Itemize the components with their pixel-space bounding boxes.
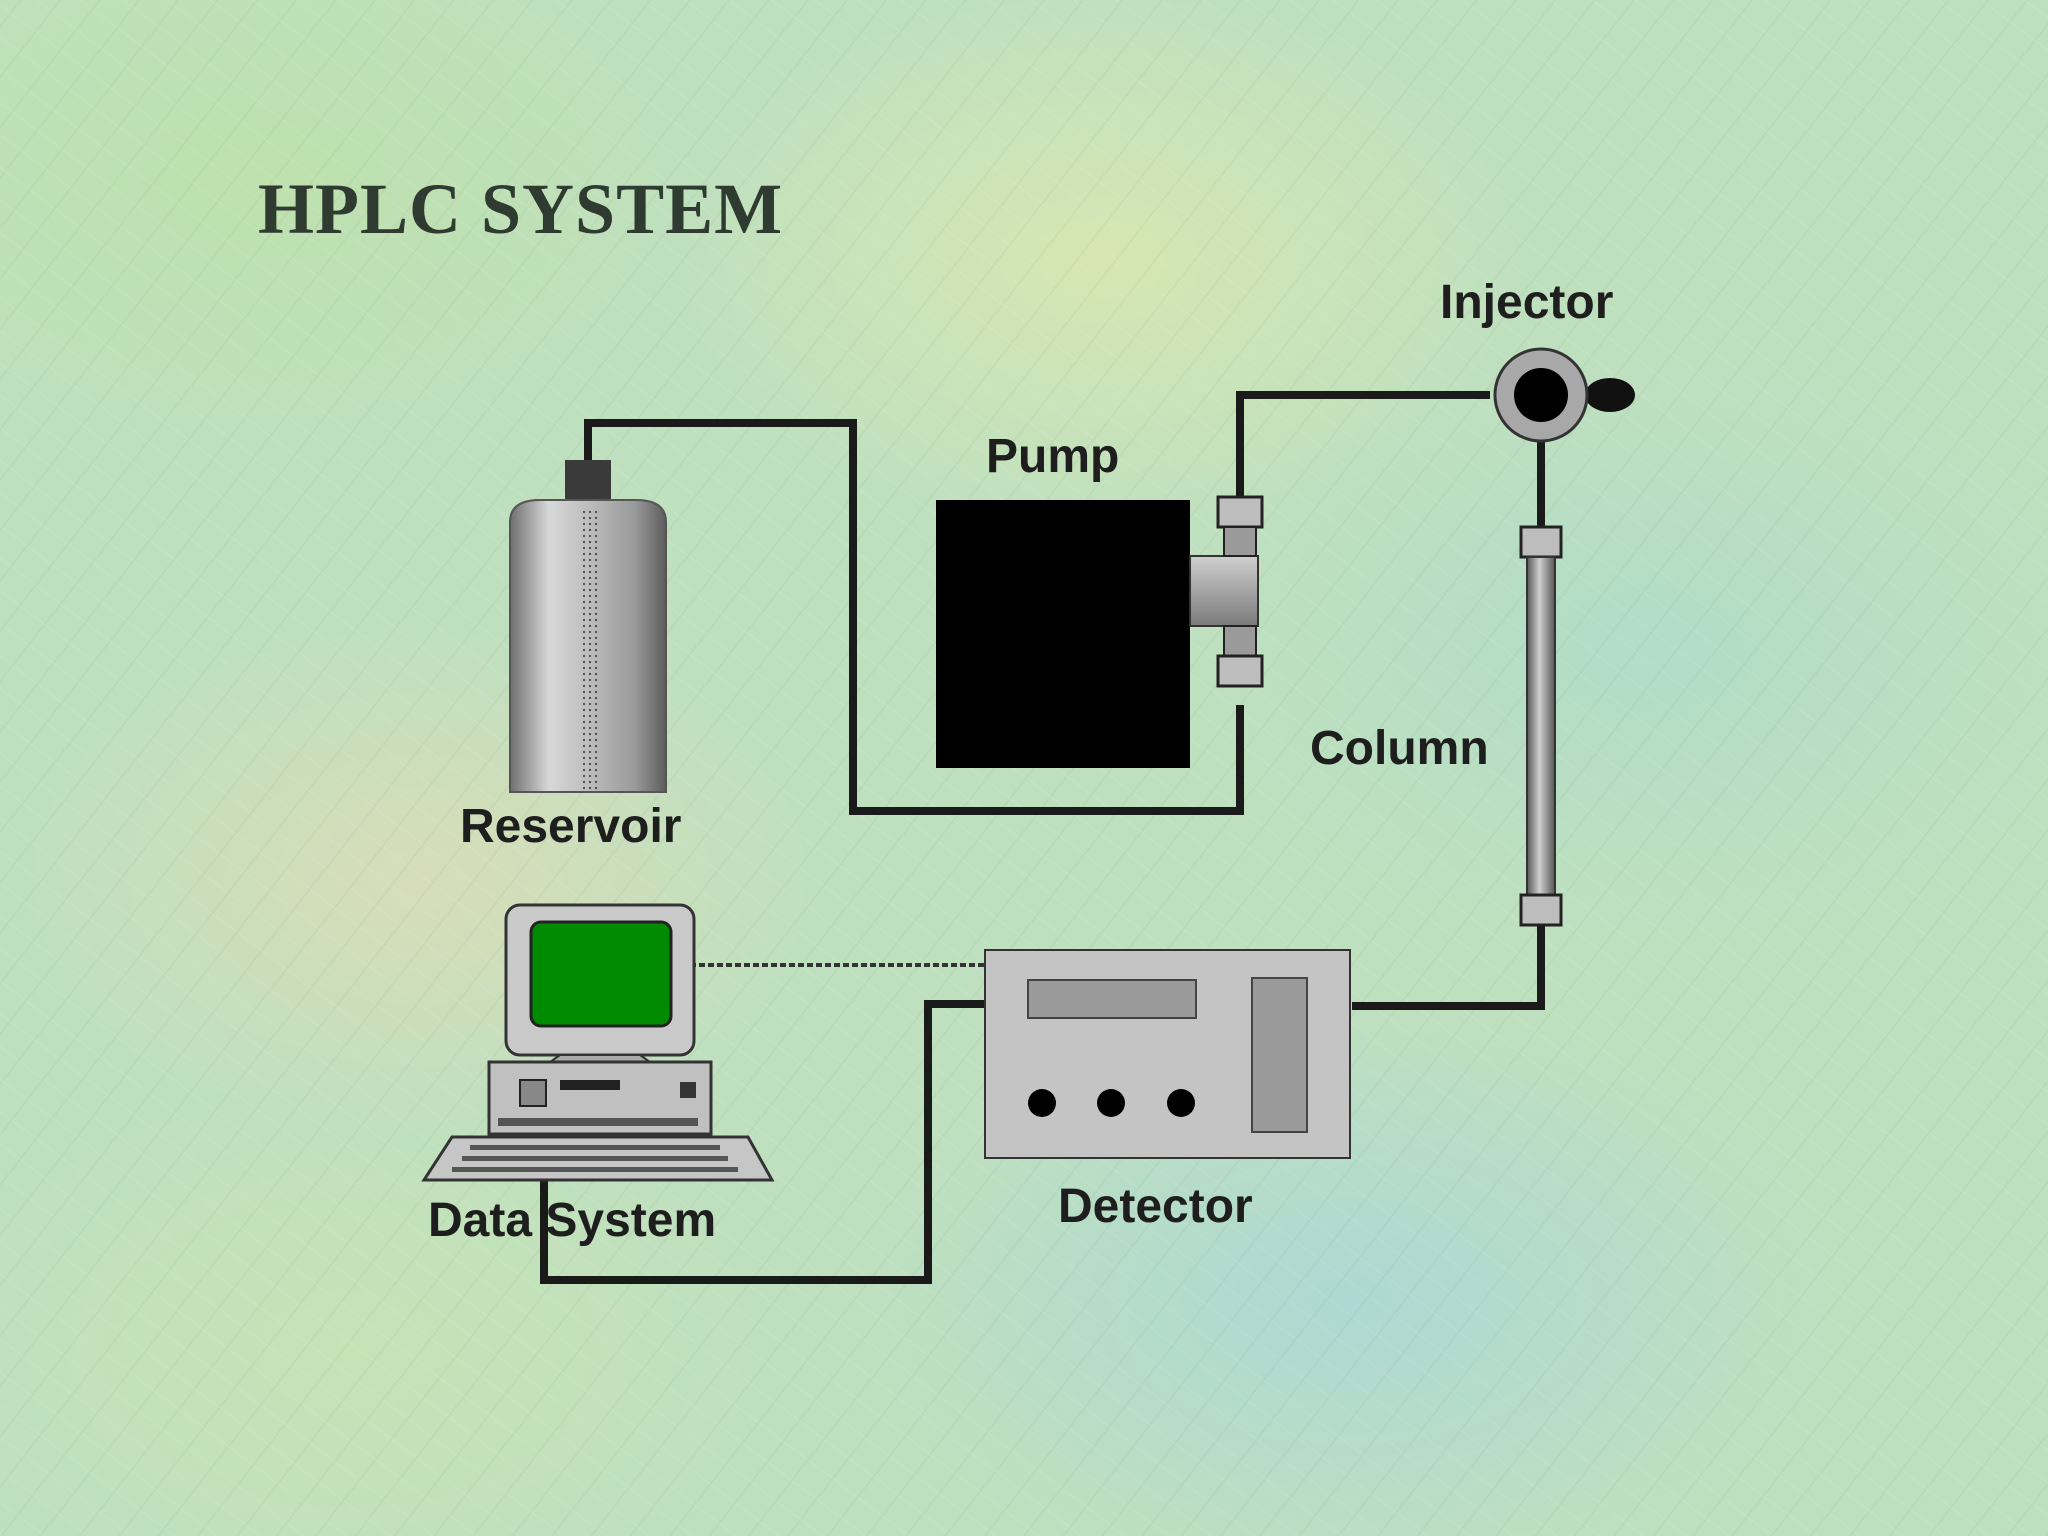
detector-button-1 [1028, 1089, 1056, 1117]
column-top-fitting [1519, 525, 1563, 559]
pump-head [1189, 555, 1259, 627]
column-tube [1526, 556, 1556, 896]
column-to-detector-tube [1352, 925, 1545, 1010]
detector-button-3 [1167, 1089, 1195, 1117]
monitor-screen [529, 920, 673, 1028]
data-system-computer [421, 903, 775, 1182]
pump-to-injector-tube [1236, 391, 1490, 497]
column-label: Column [1310, 722, 1489, 775]
reservoir-label: Reservoir [460, 800, 681, 853]
vent-grille [498, 1118, 698, 1126]
data-system-label: Data System [428, 1194, 716, 1247]
injector [1493, 347, 1635, 443]
pump-label: Pump [986, 430, 1119, 483]
detector-button-2 [1097, 1089, 1125, 1117]
column [1519, 525, 1563, 927]
column-bottom-fitting [1519, 893, 1563, 927]
detector-to-data-system-cable [540, 1000, 985, 1284]
pump-body [936, 500, 1190, 768]
injector-label: Injector [1440, 276, 1613, 329]
detector-label: Detector [1058, 1180, 1253, 1233]
detector [984, 949, 1351, 1159]
page-title: HPLC SYSTEM [258, 169, 784, 249]
pump [936, 495, 1264, 768]
pump-check-valve-top [1216, 495, 1264, 529]
reservoir-to-pump-tube [584, 419, 1244, 815]
injector-port [1514, 368, 1568, 422]
injector-handle [1585, 378, 1635, 412]
floppy-drive [560, 1080, 620, 1090]
pump-outlet-fitting [1223, 526, 1257, 557]
keyboard-keys [452, 1145, 738, 1172]
drive-bay [519, 1079, 547, 1107]
reservoir-cap [565, 460, 611, 504]
reservoir-fill-indicator [579, 510, 599, 790]
detector-side-panel [1251, 977, 1308, 1133]
pump-inlet-fitting [1223, 625, 1257, 657]
power-button [680, 1082, 696, 1098]
tubing [540, 391, 1545, 1284]
reservoir [509, 460, 667, 793]
detector-display [1027, 979, 1197, 1019]
pump-check-valve-bottom [1216, 654, 1264, 688]
